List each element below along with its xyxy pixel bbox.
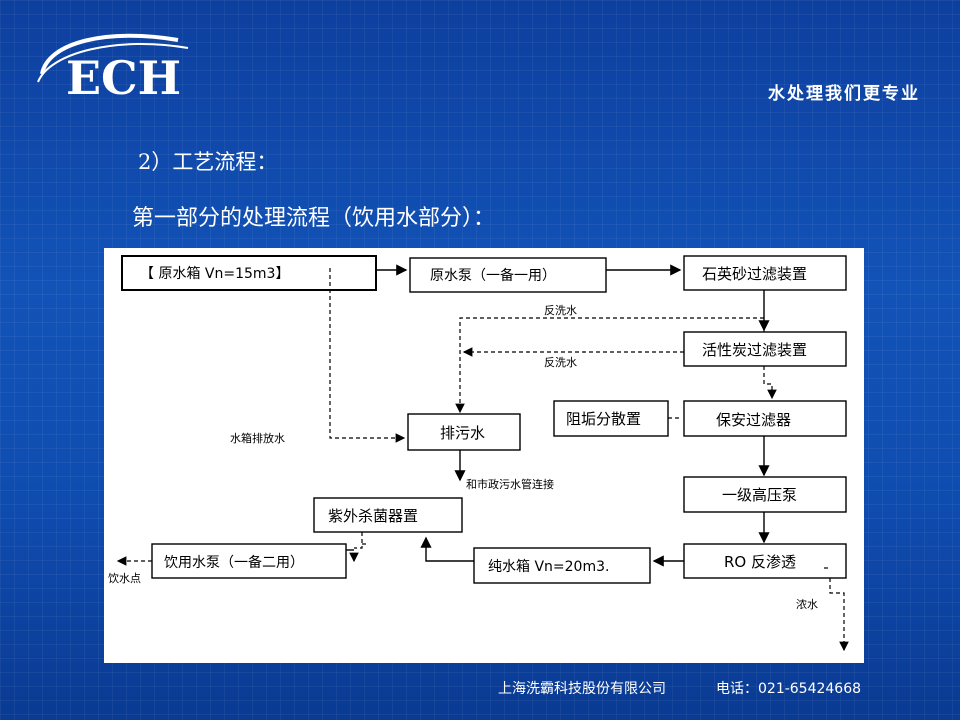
pure-tank-label: 纯水箱 Vn=20m3. xyxy=(488,559,609,575)
backwash-label-1: 反洗水 xyxy=(544,304,577,317)
backwash-label-2: 反洗水 xyxy=(544,356,577,369)
section-heading: 2）工艺流程： xyxy=(138,150,278,174)
raw-tank-box xyxy=(121,255,377,291)
ech-logo: ECH xyxy=(37,33,189,102)
drain-box xyxy=(407,413,521,451)
raw-pump-box xyxy=(409,257,607,293)
drink-point-label: 饮水点 xyxy=(108,572,141,585)
security-filter-label: 保安过滤器 xyxy=(716,411,791,429)
sub-heading: 第一部分的处理流程（饮用水部分）： xyxy=(132,206,496,231)
footer-phone: 电话：021-65424668 xyxy=(716,681,862,697)
uv-label: 紫外杀菌器置 xyxy=(328,507,418,525)
process-flow-diagram: 【 原水箱 Vn=15m3】 原水泵（一备一用） 石英砂过滤装置 活性炭过滤装置… xyxy=(104,248,864,663)
footer-company: 上海洗霸科技股份有限公司 xyxy=(498,681,666,697)
antiscalant-label: 阻垢分散置 xyxy=(566,410,641,428)
tank-drain-label: 水箱排放水 xyxy=(230,431,285,445)
raw-tank-label: 【 原水箱 Vn=15m3】 xyxy=(140,266,289,282)
raw-pump-label: 原水泵（一备一用） xyxy=(430,267,556,284)
logo-text: ECH xyxy=(66,51,181,102)
drain-label: 排污水 xyxy=(440,424,485,442)
uv-box xyxy=(313,497,463,533)
carbon-filter-box xyxy=(683,331,847,367)
slogan: 水处理我们更专业 xyxy=(768,84,920,104)
ro-label: RO 反渗透 xyxy=(724,553,796,571)
concentrate-label: 浓水 xyxy=(796,598,818,611)
security-filter-box xyxy=(683,400,847,437)
carbon-filter-label: 活性炭过滤装置 xyxy=(702,341,807,359)
drink-pump-label: 饮用水泵（一备二用） xyxy=(164,554,304,571)
sewer-connection-label: 和市政污水管连接 xyxy=(466,477,554,491)
sand-filter-label: 石英砂过滤装置 xyxy=(702,265,807,283)
hp-pump-box xyxy=(683,476,847,513)
pure-tank-box xyxy=(473,547,651,584)
sand-filter-box xyxy=(683,255,847,291)
hp-pump-label: 一级高压泵 xyxy=(722,486,797,504)
